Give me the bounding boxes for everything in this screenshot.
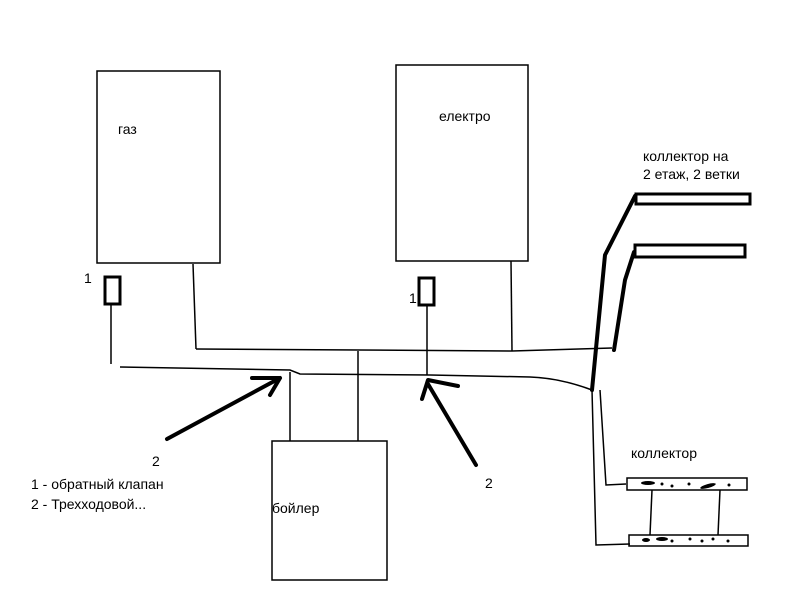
- gas-boiler-label: газ: [118, 121, 137, 137]
- collector-lower-bar-1: [626, 477, 748, 491]
- riser-upper-2: [612, 250, 636, 352]
- supply-header: [195, 347, 613, 352]
- water-heater-label: бойлер: [272, 500, 320, 516]
- collector-bottom-label: коллектор: [631, 445, 697, 461]
- three-way-arrow-right: [420, 378, 478, 467]
- return-header: [119, 366, 593, 391]
- electric-boiler-label: електро: [439, 108, 491, 124]
- riser-upper-1: [590, 194, 637, 392]
- collector-lower-link-2: [717, 489, 721, 536]
- collector-lower-feed-2: [599, 389, 627, 486]
- legend-item-2: 2 - Трехходовой...: [31, 496, 147, 512]
- collector-upper-bar-1: [634, 192, 752, 206]
- electric-supply-pipe: [510, 260, 513, 352]
- water-heater-box: [271, 440, 388, 581]
- collector-upper-bar-2: [633, 243, 747, 259]
- collector-lower-feed: [591, 389, 631, 546]
- three-way-arrow-left: [165, 376, 282, 441]
- check-valve-right: [417, 276, 436, 307]
- legend-item-1: 1 - обратный клапан: [31, 476, 164, 492]
- check-valve-marker-left: 1: [84, 270, 92, 286]
- collector-lower-dots: [641, 481, 731, 543]
- check-valve-left: [103, 275, 122, 306]
- electric-boiler-box: [395, 64, 529, 262]
- three-way-marker-left: 2: [152, 453, 160, 469]
- gas-supply-pipe: [192, 263, 197, 350]
- check-valve-marker-right: 1: [409, 290, 417, 306]
- collector-top-label: коллектор на 2 етаж, 2 ветки: [643, 148, 740, 182]
- three-way-marker-right: 2: [485, 475, 493, 491]
- collector-lower-link-1: [649, 489, 653, 536]
- gas-boiler-box: [96, 70, 221, 264]
- collector-lower-bar-2: [628, 534, 749, 547]
